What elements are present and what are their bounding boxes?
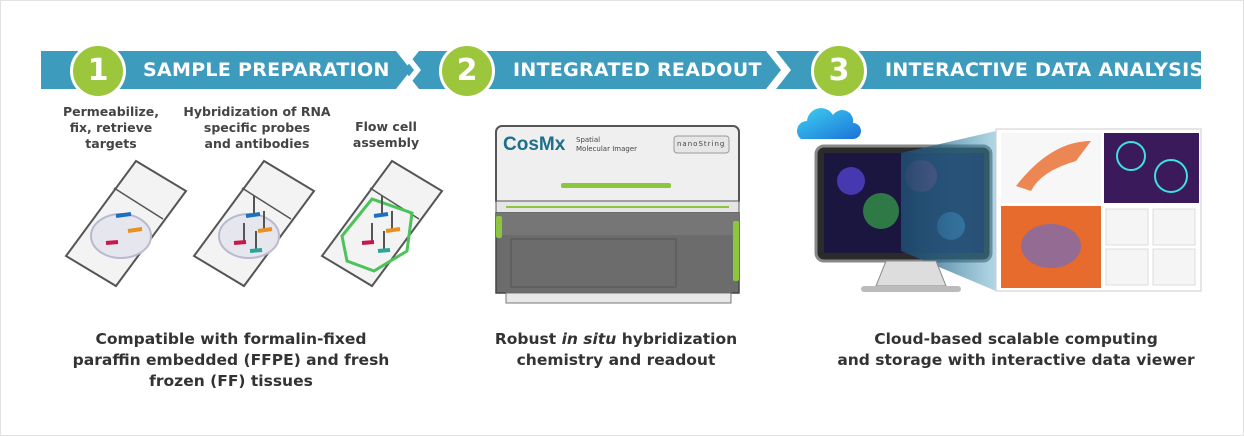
- caption-line: Robust in situ hybridization: [461, 329, 771, 350]
- cosmx-instrument: [495, 125, 740, 304]
- caption-line: paraffin embedded (FFPE) and fresh: [72, 351, 390, 369]
- caption-readout: Robust in situ hybridization chemistry a…: [461, 329, 771, 371]
- caption-line: chemistry and readout: [516, 351, 716, 369]
- caption-pre: Robust: [494, 330, 562, 348]
- cloud-icon: [797, 108, 861, 139]
- substep-line: and antibodies: [204, 136, 310, 151]
- step-3-title: INTERACTIVE DATA ANALYSIS: [885, 59, 1204, 81]
- slides-illustration: [64, 159, 444, 288]
- instrument-sub1: Spatial: [576, 136, 601, 144]
- substep-line: specific probes: [203, 120, 311, 135]
- substep-line: targets: [85, 136, 137, 151]
- instrument-brand: CosMx: [503, 134, 566, 155]
- step-1-title: SAMPLE PREPARATION: [143, 59, 390, 81]
- caption-line: and storage with interactive data viewer: [837, 351, 1195, 369]
- instrument-subtitle: Spatial Molecular Imager: [576, 136, 637, 154]
- substep-permeabilize: Permeabilize, fix, retrieve targets: [46, 104, 176, 152]
- analysis-illustration: [797, 108, 1202, 292]
- substep-line: fix, retrieve: [69, 120, 153, 135]
- substep-flow-cell: Flow cell assembly: [346, 119, 426, 151]
- step-2-title: INTEGRATED READOUT: [513, 59, 762, 81]
- step-1-badge: 1: [70, 43, 126, 99]
- slide-1: [64, 159, 188, 288]
- substep-line: Permeabilize,: [62, 104, 160, 119]
- slide-2: [192, 159, 316, 288]
- caption-line: Cloud-based scalable computing: [874, 330, 1158, 348]
- caption-sample-prep: Compatible with formalin-fixed paraffin …: [51, 329, 411, 392]
- substep-line: Flow cell: [355, 119, 417, 134]
- substep-line: assembly: [352, 135, 420, 150]
- banner-arrow: [41, 51, 1201, 89]
- instrument-sub2: Molecular Imager: [576, 145, 637, 153]
- caption-post: hybridization: [616, 330, 738, 348]
- caption-em: in situ: [561, 330, 617, 348]
- caption-line: Compatible with formalin-fixed: [95, 330, 367, 348]
- caption-line: frozen (FF) tissues: [149, 372, 313, 390]
- step-3-badge: 3: [811, 43, 867, 99]
- step-2-badge: 2: [439, 43, 495, 99]
- substep-hybridization: Hybridization of RNA specific probes and…: [171, 104, 343, 152]
- substep-line: Hybridization of RNA: [183, 104, 331, 119]
- nanostring-logo: nanoString: [677, 140, 726, 148]
- slide-3: [320, 159, 444, 288]
- caption-analysis: Cloud-based scalable computing and stora…: [801, 329, 1231, 371]
